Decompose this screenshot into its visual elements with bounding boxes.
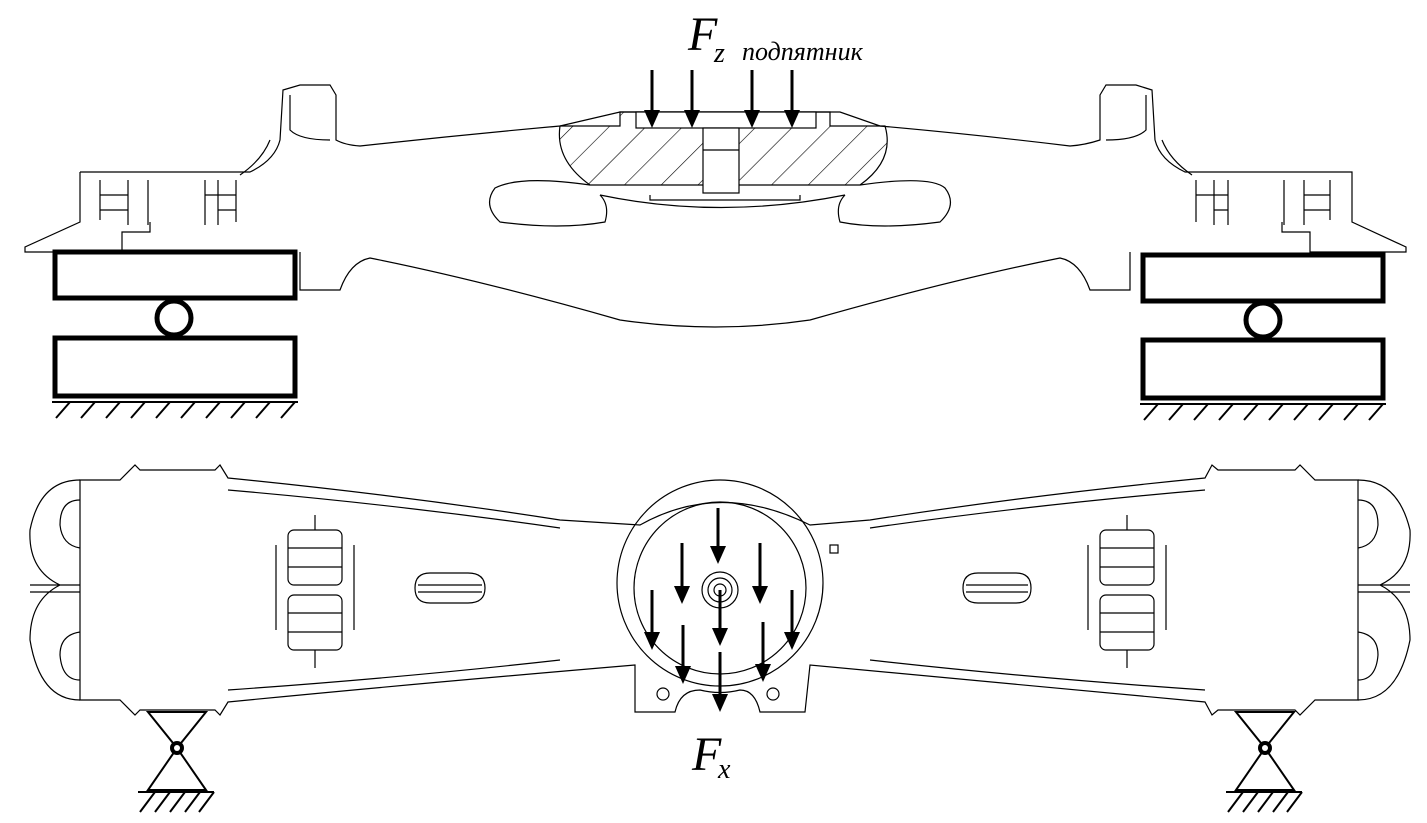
fz-arrowhead-1 (644, 110, 660, 128)
left-end-lobes (29, 479, 81, 701)
right-support-ground (1226, 791, 1303, 813)
fz-label-sub: z (713, 38, 725, 69)
fz-arrowhead-2 (684, 110, 700, 128)
fx-arrowhead-6 (784, 632, 800, 650)
right-spring-bottom (1099, 594, 1155, 651)
right-oval-slot (962, 572, 1032, 604)
left-support-pin-center (174, 745, 180, 751)
plan-view: F x (29, 464, 1411, 813)
right-support-pin-center (1262, 745, 1268, 751)
right-lobe (837, 180, 951, 227)
fz-label-main: F (687, 8, 718, 61)
left-spring-bottom (287, 594, 343, 651)
right-column-rib (1105, 95, 1193, 176)
plan-view-outline (79, 464, 1359, 716)
right-support-upper-triangle (1233, 711, 1297, 750)
right-lower-block (1140, 337, 1386, 401)
fx-arrowhead-4 (712, 628, 728, 646)
right-spring-details (1087, 515, 1167, 668)
center-bottom-curve (599, 194, 846, 209)
left-roller (154, 298, 194, 338)
fz-label-word: подпятник (742, 37, 864, 66)
right-end-lobes (1357, 479, 1411, 701)
right-pin-support (1226, 711, 1303, 813)
left-ground-hatch (52, 401, 298, 419)
right-spring-group (1087, 515, 1167, 668)
right-spring-top (1099, 529, 1155, 586)
fx-arrows (644, 508, 800, 712)
left-spring-group (275, 515, 355, 668)
left-upper-block (52, 249, 298, 301)
fx-arrowhead-5 (644, 632, 660, 650)
fx-arrowhead-2 (674, 586, 690, 604)
right-support-lower-triangle (1234, 746, 1296, 791)
fx-arrowhead-7 (675, 666, 691, 684)
left-pin-support (138, 711, 215, 813)
fz-arrowhead-3 (744, 110, 760, 128)
fx-arrowhead-3 (752, 586, 768, 604)
fx-label-main: F (691, 728, 722, 781)
left-spring-pocket (99, 180, 237, 225)
fx-arrowhead-9 (712, 694, 728, 712)
right-roller (1243, 300, 1283, 340)
fx-arrowhead-1 (710, 546, 726, 564)
fx-label-sub: x (717, 754, 731, 785)
left-bolt-hole (656, 687, 670, 701)
left-oval-slot (414, 572, 486, 604)
left-support-lower-triangle (146, 746, 208, 791)
center-plate-inner-ring (633, 501, 807, 675)
right-spring-pocket (1195, 180, 1331, 225)
fx-arrowhead-8 (755, 664, 771, 682)
left-lower-block (52, 335, 298, 399)
left-column-rib (239, 95, 331, 176)
left-lobe (489, 180, 608, 227)
left-spring-details (275, 515, 355, 668)
left-support-upper-triangle (145, 711, 209, 750)
small-square-mark (829, 544, 839, 554)
right-upper-block (1140, 252, 1386, 304)
plan-inner-lines (227, 489, 1206, 691)
right-ground-hatch (1140, 403, 1386, 421)
side-view: F z подпятник (24, 8, 1407, 421)
fz-arrows (644, 70, 800, 128)
left-support-ground (138, 791, 215, 813)
right-bolt-hole (766, 687, 780, 701)
left-spring-top (287, 529, 343, 586)
center-pin-hole (702, 127, 740, 194)
fz-arrowhead-4 (784, 110, 800, 128)
